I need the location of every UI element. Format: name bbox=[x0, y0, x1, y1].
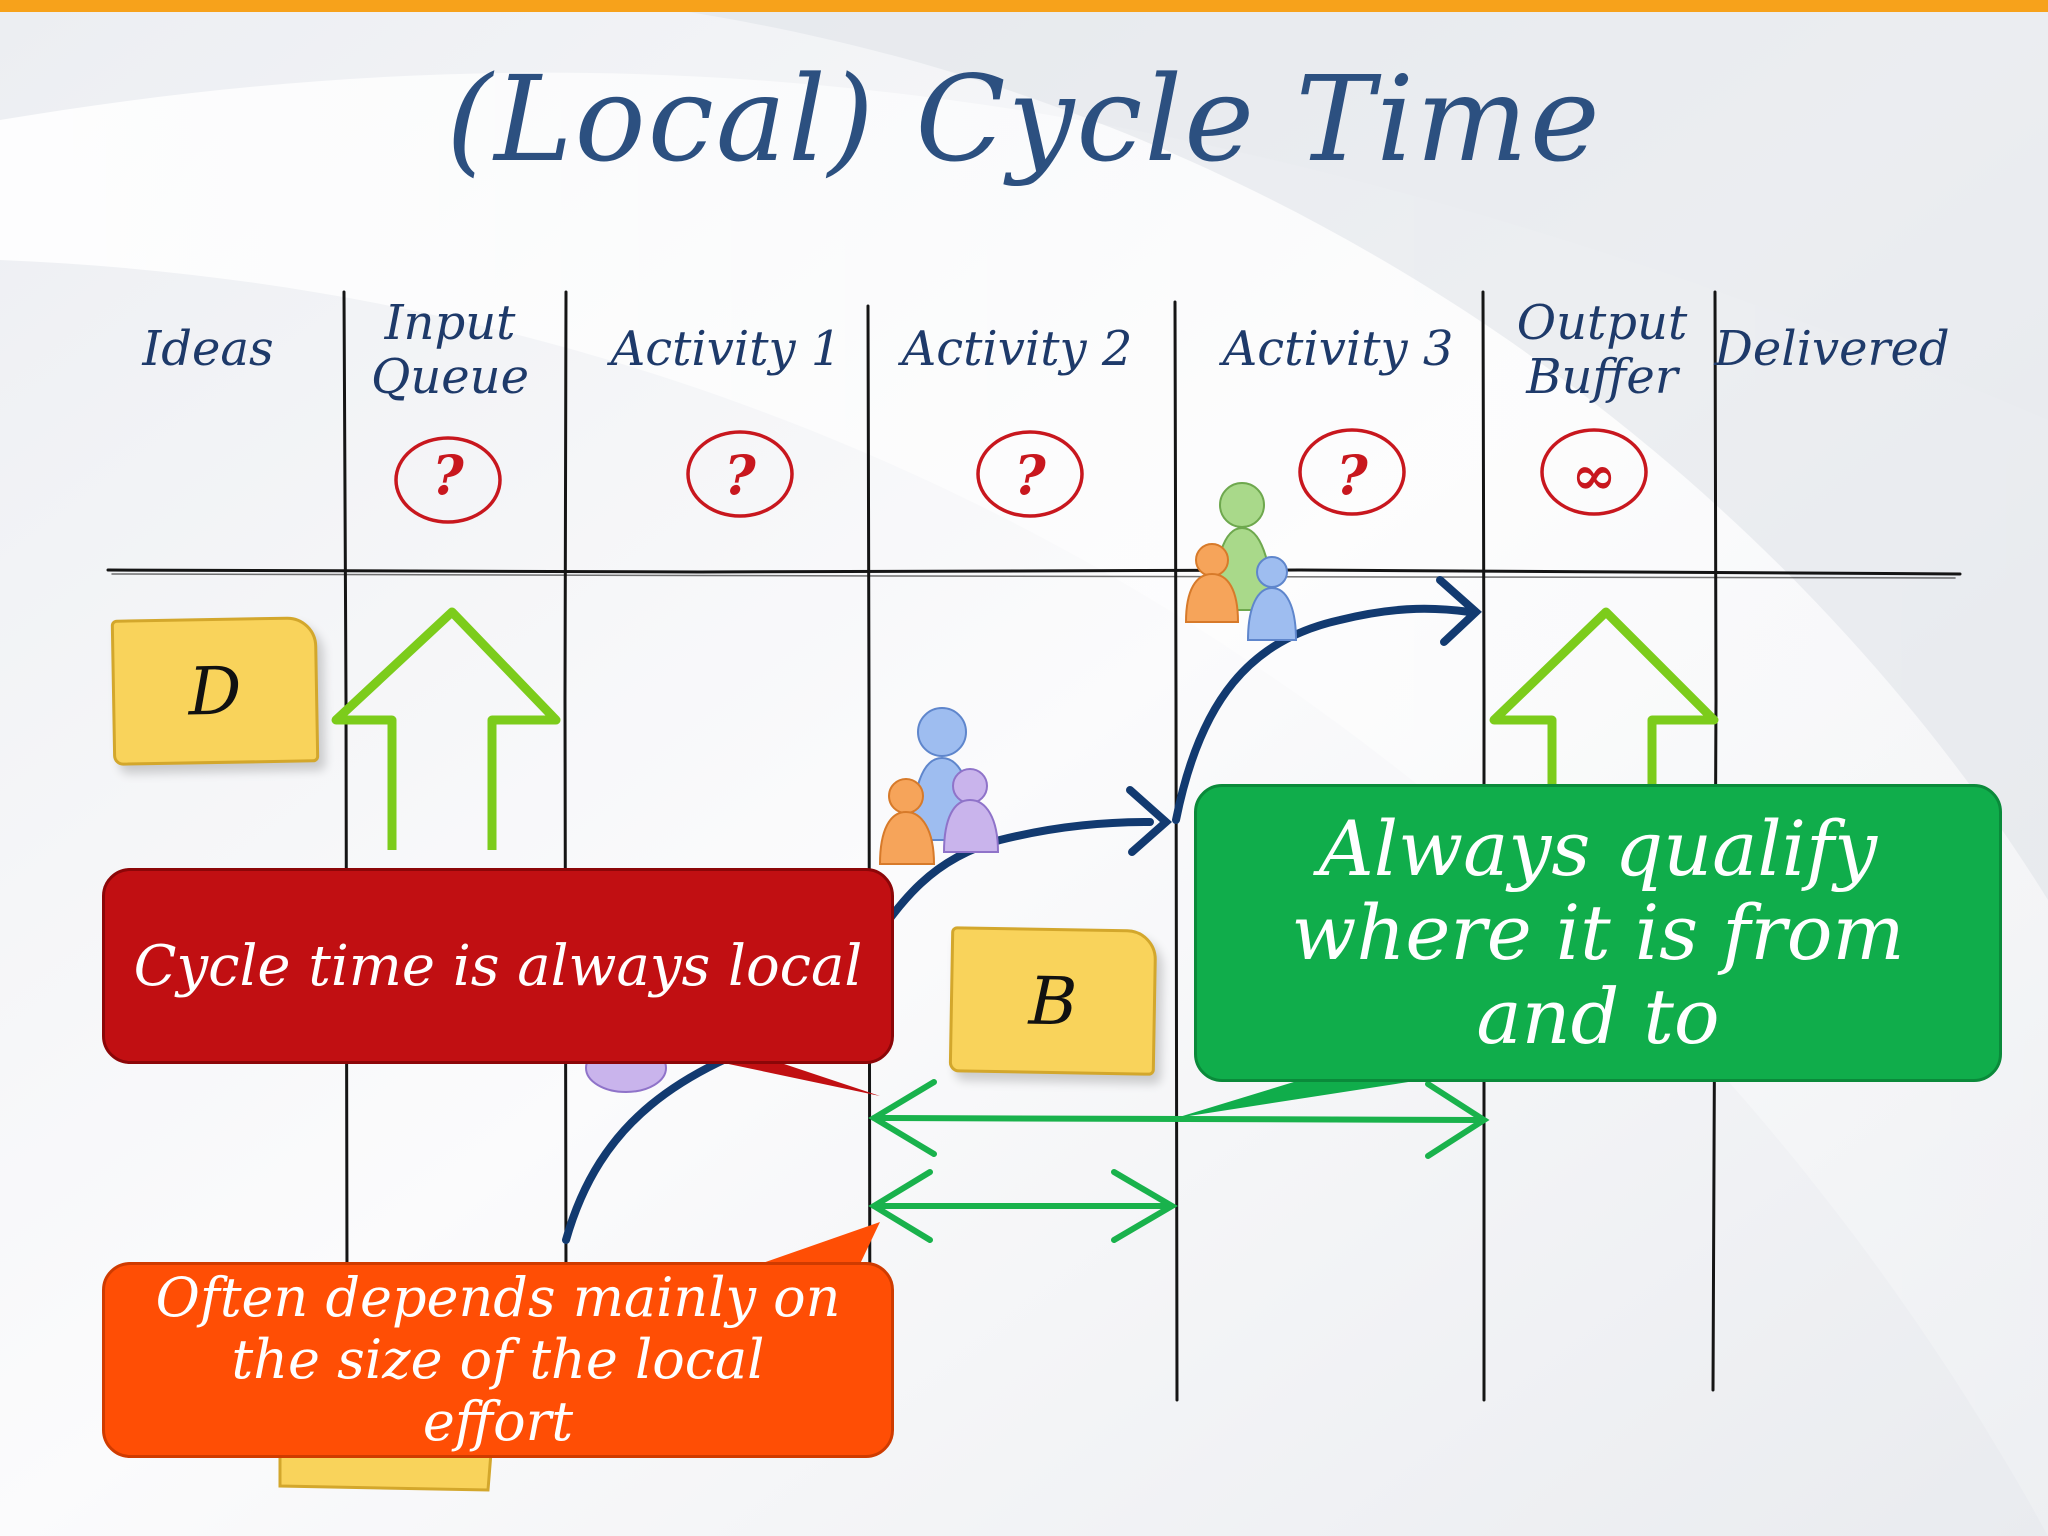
span-arrow-long bbox=[868, 1079, 1490, 1159]
wip-limit-circles bbox=[394, 428, 1648, 524]
wip-limit-activity-1: ? bbox=[724, 443, 756, 507]
column-label-delivered: Delivered bbox=[1714, 321, 1950, 377]
limit-circle-activity-2 bbox=[976, 430, 1084, 518]
background-swoosh-shade bbox=[600, 0, 2048, 900]
wip-limit-output-buffer: ∞ bbox=[1571, 443, 1617, 507]
callout-green-text: Always qualify where it is from and to bbox=[1291, 804, 1905, 1061]
people-icon-activity-2 bbox=[878, 707, 1000, 865]
green-callout-tail bbox=[1176, 1074, 1460, 1118]
board-grid bbox=[106, 290, 1962, 1422]
column-label-output-buffer: Output Buffer bbox=[1516, 295, 1688, 405]
column-divider-3 bbox=[866, 304, 872, 1422]
limit-circle-output-buffer bbox=[1540, 428, 1648, 516]
column-label-activity-3: Activity 3 bbox=[1222, 321, 1454, 377]
column-divider-2 bbox=[563, 290, 568, 1282]
column-divider-4 bbox=[1173, 300, 1179, 1402]
pull-arrow-output-buffer bbox=[1489, 607, 1719, 790]
column-label-activity-1: Activity 1 bbox=[610, 321, 842, 377]
header-rule-shadow bbox=[111, 573, 1956, 579]
span-arrow-short bbox=[868, 1169, 1178, 1243]
limit-circle-input-queue bbox=[394, 436, 502, 524]
sticky-note-d: D bbox=[110, 616, 320, 766]
top-accent-bar bbox=[0, 0, 2048, 12]
header-rule bbox=[106, 568, 1962, 576]
column-label-activity-2: Activity 2 bbox=[901, 321, 1133, 377]
limit-circle-activity-1 bbox=[686, 430, 794, 518]
people-icon-activity-3 bbox=[1184, 482, 1298, 641]
limit-circle-activity-3 bbox=[1298, 428, 1406, 516]
column-label-input-queue: Input Queue bbox=[371, 295, 529, 405]
callout-orange-text: Often depends mainly on the size of the … bbox=[155, 1266, 841, 1453]
callout-cycle-time-local: Cycle time is always local bbox=[102, 868, 894, 1064]
slide-title: (Local) Cycle Time bbox=[446, 50, 1602, 188]
wip-limit-input-queue: ? bbox=[432, 443, 464, 507]
background-swoosh bbox=[0, 72, 2048, 1536]
column-divider-1 bbox=[342, 290, 349, 1282]
orange-callout-tail bbox=[760, 1222, 880, 1264]
wip-limit-activity-2: ? bbox=[1014, 443, 1046, 507]
column-label-ideas: Ideas bbox=[142, 321, 274, 377]
callout-qualify-from-to: Always qualify where it is from and to bbox=[1194, 784, 2002, 1082]
column-divider-6 bbox=[1711, 290, 1718, 1392]
callout-local-effort: Often depends mainly on the size of the … bbox=[102, 1262, 894, 1458]
column-divider-5 bbox=[1481, 290, 1486, 1402]
pull-arrow-input-queue bbox=[331, 607, 561, 850]
sticky-note-b: B bbox=[948, 926, 1158, 1076]
callout-red-text: Cycle time is always local bbox=[133, 933, 863, 999]
wip-limit-activity-3: ? bbox=[1336, 443, 1368, 507]
